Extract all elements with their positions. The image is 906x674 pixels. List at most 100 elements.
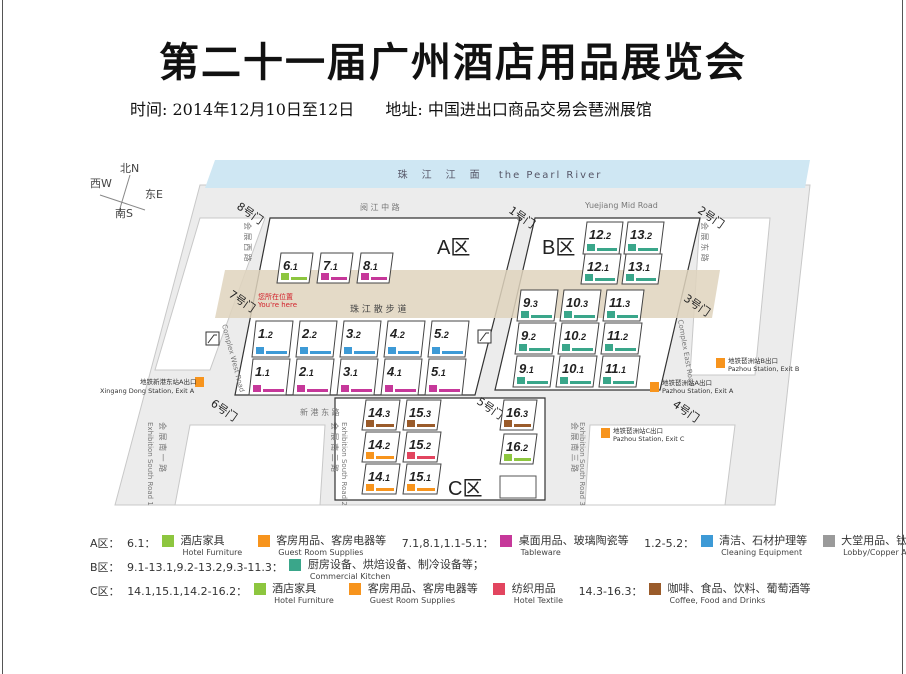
cleaning-icon <box>300 347 308 354</box>
hall-2-1: 2.1 <box>292 358 335 396</box>
hall-14-2: 14.2 <box>361 431 401 463</box>
block-east <box>689 217 771 376</box>
station-pazhou-a-cn: 地铁琶洲站A出口 <box>662 378 712 387</box>
guestroom-icon <box>366 484 374 491</box>
legend-zone-a: A区： <box>90 537 120 550</box>
hall-16-3: 16.3 <box>499 399 538 431</box>
coffee-icon <box>649 583 662 595</box>
hall-color-bar <box>376 456 394 459</box>
metro-station-xingang-a: 地铁新港东站A出口 Xingang Dong Station, Exit A <box>100 377 204 395</box>
walkway-label: 珠 江 散 步 道 <box>350 303 406 315</box>
hall-3-2: 3.2 <box>339 320 382 358</box>
hall-8-1: 8.1 <box>356 252 394 284</box>
compass-north: 北N <box>120 162 139 175</box>
hall-color-bar <box>307 389 328 392</box>
metro-station-pazhou-a: 地铁琶洲站A出口 Pazhou Station, Exit A <box>650 378 734 395</box>
cleaning-icon <box>700 535 713 547</box>
cleaning-icon <box>256 347 264 354</box>
road-exhibition-south-1: Exhibition South Road 1 <box>146 422 154 506</box>
event-address: 地址: 中国进出口商品交易会琶洲展馆 <box>385 100 652 119</box>
you-are-here-en: You're here <box>257 301 297 309</box>
coffee-icon <box>366 420 374 427</box>
hall-color-bar <box>442 351 463 354</box>
tableware-icon <box>429 385 437 392</box>
hall-number: 6.1 <box>283 258 298 273</box>
kitchen-icon <box>517 377 525 384</box>
tableware-icon <box>321 273 329 280</box>
metro-station-pazhou-b: 地铁琶洲站B出口 Pazhou Station, Exit B <box>716 356 799 373</box>
road-huizhan-east: 会 展 东 路 <box>700 222 710 262</box>
hall-color-bar <box>597 248 617 251</box>
coffee-icon <box>504 420 512 427</box>
road-huizhan-south-2: 会 展 南 二 路 <box>330 422 340 472</box>
hall-6-1: 6.1 <box>276 252 314 284</box>
legend-a-lobby: 大堂用品、钛金等Lobby/Copper Art <box>841 534 906 558</box>
hall-number: 15.2 <box>409 437 431 452</box>
cleaning-icon <box>388 347 396 354</box>
hall-color-bar <box>376 488 394 491</box>
hall-10-2: 10.2 <box>557 322 600 355</box>
hall-number: 10.1 <box>562 361 584 376</box>
hall-color-bar <box>570 381 591 384</box>
river-label: 珠 江 江 面 the Pearl River <box>398 168 603 181</box>
hall-number: 3.2 <box>346 326 361 341</box>
legend-a-items-4: 1.2-5.2： <box>644 537 695 550</box>
area-a-label: A区 <box>437 237 470 259</box>
textile-icon <box>407 452 415 459</box>
page-border-right <box>902 0 903 674</box>
hall-1-2: 1.2 <box>251 320 294 358</box>
compass-east: 东E <box>145 188 163 201</box>
venue-map: 珠 江 江 面 the Pearl River 北N 西W 东E 南S 珠 江 … <box>90 160 811 506</box>
hall-15-3: 15.3 <box>402 399 442 431</box>
furniture-icon <box>162 535 175 547</box>
tableware-icon <box>297 385 305 392</box>
hall-color-bar <box>266 351 287 354</box>
hall-number: 9.1 <box>519 361 534 376</box>
hall-color-bar <box>636 278 656 281</box>
kitchen-icon <box>605 344 613 351</box>
hall-number: 1.2 <box>258 326 273 341</box>
hall-number: 5.2 <box>434 326 449 341</box>
hall-16-2: 16.2 <box>499 433 538 465</box>
hall-color-bar <box>617 315 638 318</box>
hall-color-bar <box>263 389 284 392</box>
compass-south: 南S <box>115 207 133 220</box>
hall-10-1: 10.1 <box>555 355 598 388</box>
hall-color-bar <box>351 389 372 392</box>
hall-number: 3.1 <box>343 364 358 379</box>
hall-number: 11.3 <box>609 295 630 310</box>
legend-zone-c: C区： <box>90 585 120 598</box>
legend-a-items-1: 6.1： <box>127 537 156 550</box>
kitchen-icon <box>562 344 570 351</box>
road-huizhan-south-3: 会 展 南 三 路 <box>570 422 580 472</box>
hall-9-1: 9.1 <box>512 355 555 388</box>
kitchen-icon <box>587 244 595 251</box>
road-yuejiang-cn: 阅 江 中 路 <box>360 202 400 212</box>
legend-zone-b: B区： <box>90 561 120 574</box>
hall-color-bar <box>417 424 435 427</box>
kitchen-icon <box>585 274 593 281</box>
coffee-icon <box>407 420 415 427</box>
hall-12-2: 12.2 <box>582 221 624 255</box>
hall-number: 16.3 <box>506 405 528 420</box>
legend-c-items-1: 14.1,15.1,14.2-16.2： <box>127 585 248 598</box>
hall-number: 15.1 <box>409 469 431 484</box>
event-time: 时间: 2014年12月10日至12日 <box>130 100 355 119</box>
station-pazhou-b-cn: 地铁琶洲站B出口 <box>728 356 778 365</box>
furniture-icon <box>504 454 512 461</box>
road-huizhan-south-1: 会 展 南 一 路 <box>158 422 168 472</box>
lobby-icon <box>822 535 835 547</box>
hall-color-bar <box>638 248 658 251</box>
hall-5-2: 5.2 <box>427 320 470 358</box>
area-b-label: B区 <box>542 237 575 259</box>
cleaning-icon <box>344 347 352 354</box>
hall-number: 12.2 <box>589 227 611 242</box>
hall-number: 13.2 <box>630 227 652 242</box>
you-are-here-cn: 您所在位置 <box>258 292 293 301</box>
hall-9-2: 9.2 <box>514 322 557 355</box>
tableware-icon <box>385 385 393 392</box>
